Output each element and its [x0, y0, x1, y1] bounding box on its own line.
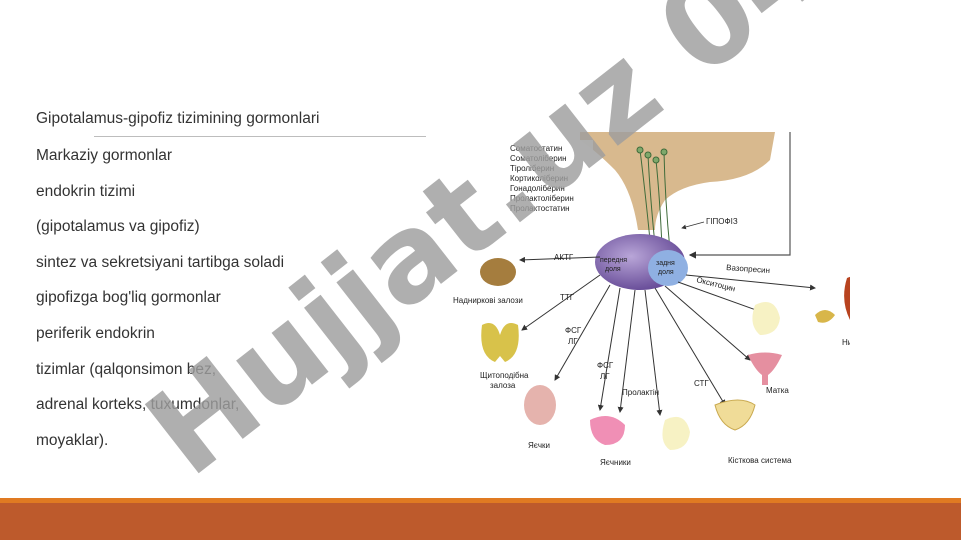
kidney: [844, 276, 850, 320]
releasing-hormone: Соматолiберин: [510, 154, 567, 163]
body-line: adrenal korteks, tuxumdonlar,: [36, 396, 240, 414]
organ-testes: Яєчки: [528, 441, 550, 450]
organ-uterus: Матка: [766, 386, 789, 395]
hormone-fsg-lg: ФСГ: [597, 361, 614, 370]
posterior-lobe: [648, 250, 688, 286]
thyroid-gland: [481, 322, 519, 362]
hormone-prolactin: Пролактін: [622, 388, 659, 397]
slide-title: Gipotalamus-gipofiz tizimining gormonlar…: [36, 110, 320, 127]
neuron-fibers: [636, 146, 671, 251]
body-line: sintez va sekretsiyani tartibga soladi: [36, 253, 285, 271]
footer-bar: [0, 503, 961, 540]
testes: [524, 385, 556, 425]
skeleton-pelvis: [714, 399, 756, 431]
posterior-lobe-label: доля: [658, 269, 674, 276]
pituitary-label: ГІПОФІЗ: [706, 217, 738, 226]
body-text: Markaziy gormonlar endokrin tizimi (gipo…: [36, 146, 284, 466]
footer-accent-stripe: [0, 498, 961, 503]
ovaries: [590, 416, 625, 445]
hormone-fsg-lg: ФСГ: [565, 326, 582, 335]
organ-thyroid: залоза: [490, 381, 516, 390]
organ-bone: Кiсткова система: [728, 456, 792, 465]
releasing-hormone: Пролактостатин: [510, 204, 570, 213]
releasing-hormone: Тiролiберин: [510, 164, 554, 173]
posterior-lobe-label: задня: [656, 260, 675, 267]
body-line: periferik endokrin: [36, 324, 155, 342]
uterus: [748, 352, 782, 385]
adrenal-tubule: [815, 310, 835, 323]
body-line: moyaklar).: [36, 431, 109, 449]
hypothalamus-shape: [580, 132, 775, 230]
releasing-hormone: Соматостатин: [510, 144, 562, 153]
anterior-lobe-label: доля: [605, 266, 621, 273]
organ-kidney: Нирки: [842, 338, 850, 347]
releasing-hormone: Кортиколiберин: [510, 174, 568, 183]
breast: [662, 416, 690, 450]
releasing-hormone: Пролактолiберин: [510, 194, 574, 203]
hormone-stg: СТГ: [694, 379, 709, 388]
body-line: tizimlar (qalqonsimon bez,: [36, 360, 217, 378]
hormone-vasopressin: Вазопресин: [726, 263, 770, 275]
hormone-actg: АКТГ: [554, 253, 574, 262]
hormone-ttg: ТТГ: [560, 293, 575, 302]
anterior-lobe-label: передня: [600, 257, 627, 264]
organ-thyroid: Щитоподiбна: [480, 371, 529, 380]
body-line: Markaziy gormonlar: [36, 147, 173, 164]
hormone-fsg-lg: ЛГ: [600, 372, 610, 381]
adrenal-gland: [480, 258, 516, 286]
endocrine-diagram: Соматостатин Соматолiберин Тiролiберин К…: [453, 132, 850, 467]
body-line: gipofizga bog'liq gormonlar: [36, 289, 221, 307]
releasing-hormone: Гонадолiберин: [510, 184, 565, 193]
releasing-hormones-panel: [508, 140, 593, 222]
organ-ovaries: Яєчники: [600, 458, 631, 467]
breast: [752, 301, 780, 335]
title-divider: [94, 136, 426, 137]
body-line: endokrin tizimi: [36, 182, 136, 200]
body-line: (gipotalamus va gipofiz): [36, 218, 200, 236]
organ-adrenal: Наднирковi залози: [453, 296, 523, 305]
hormone-fsg-lg: ЛГ: [568, 337, 578, 346]
